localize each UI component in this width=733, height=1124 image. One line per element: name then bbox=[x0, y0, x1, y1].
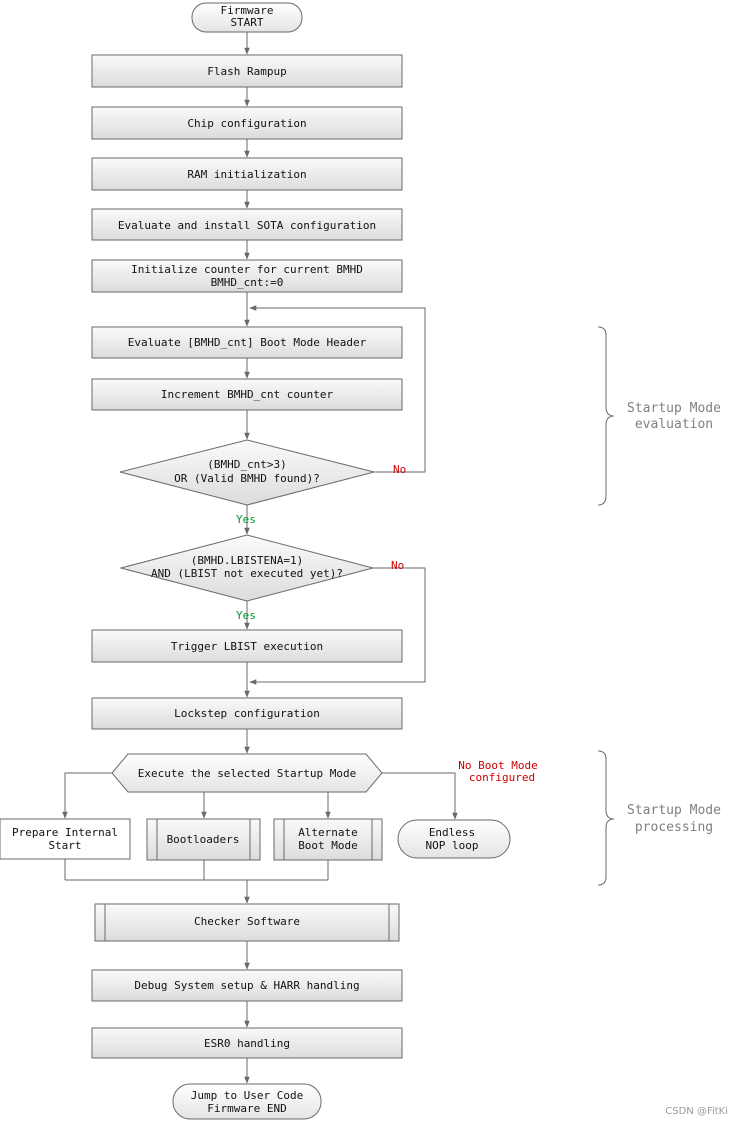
flash-rampup-box: Flash Rampup bbox=[91, 54, 403, 88]
brace-processing bbox=[597, 750, 615, 886]
brace-evaluation bbox=[597, 326, 615, 506]
sota-label: Evaluate and install SOTA configuration bbox=[118, 219, 376, 232]
decision2-no-label: No bbox=[391, 559, 404, 572]
processing-annotation-line-2: processing bbox=[635, 820, 713, 835]
execute-mode-node: Execute the selected Startup Mode bbox=[111, 753, 383, 793]
esr0-box: ESR0 handling bbox=[91, 1027, 403, 1059]
no-boot-mode-line-1: No Boot Mode bbox=[458, 759, 537, 772]
bootloaders-box: Bootloaders bbox=[146, 818, 261, 861]
processing-annotation-line-1: Startup Mode bbox=[627, 803, 721, 818]
evaluation-annotation-line-2: evaluation bbox=[635, 417, 713, 432]
chip-config-label: Chip configuration bbox=[187, 117, 306, 130]
trigger-lbist-label: Trigger LBIST execution bbox=[171, 640, 323, 653]
end-line-2: Firmware END bbox=[207, 1102, 286, 1115]
checker-software-box: Checker Software bbox=[94, 903, 400, 942]
lockstep-label: Lockstep configuration bbox=[174, 707, 320, 720]
start-terminal: Firmware START bbox=[191, 2, 303, 33]
decision2-yes-label: Yes bbox=[236, 609, 256, 622]
init-counter-box: Initialize counter for current BMHD BMHD… bbox=[91, 259, 403, 293]
alternate-boot-box: Alternate Boot Mode bbox=[273, 818, 383, 861]
decision-lbist: (BMHD.LBISTENA=1) AND (LBIST not execute… bbox=[119, 534, 375, 602]
end-line-1: Jump to User Code bbox=[191, 1089, 304, 1102]
checker-software-label: Checker Software bbox=[194, 915, 300, 928]
flash-rampup-label: Flash Rampup bbox=[207, 65, 286, 78]
no-boot-mode-line-2: configured bbox=[469, 771, 535, 784]
evaluation-annotation-line-1: Startup Mode bbox=[627, 401, 721, 416]
start-line-2: START bbox=[230, 16, 263, 29]
execute-mode-label: Execute the selected Startup Mode bbox=[138, 767, 357, 780]
ram-init-label: RAM initialization bbox=[187, 168, 306, 181]
watermark: CSDN @FitKi bbox=[665, 1106, 728, 1117]
esr0-label: ESR0 handling bbox=[204, 1037, 290, 1050]
init-counter-line-2: BMHD_cnt:=0 bbox=[211, 276, 284, 289]
evaluate-bmhd-label: Evaluate [BMHD_cnt] Boot Mode Header bbox=[128, 336, 367, 349]
decision1-line-2: OR (Valid BMHD found)? bbox=[174, 472, 320, 485]
ram-init-box: RAM initialization bbox=[91, 157, 403, 191]
decision-bmhd-found: (BMHD_cnt>3) OR (Valid BMHD found)? bbox=[119, 439, 375, 506]
start-line-1: Firmware bbox=[221, 4, 274, 17]
increment-label: Increment BMHD_cnt counter bbox=[161, 388, 334, 401]
alternate-boot-line-1: Alternate bbox=[298, 826, 358, 839]
endless-line-2: NOP loop bbox=[426, 839, 479, 852]
sota-box: Evaluate and install SOTA configuration bbox=[91, 208, 403, 241]
lockstep-box: Lockstep configuration bbox=[91, 697, 403, 730]
evaluate-bmhd-box: Evaluate [BMHD_cnt] Boot Mode Header bbox=[91, 326, 403, 359]
chip-config-box: Chip configuration bbox=[91, 106, 403, 140]
end-terminal: Jump to User Code Firmware END bbox=[172, 1083, 322, 1120]
decision1-no-label: No bbox=[393, 463, 406, 476]
alternate-boot-line-2: Boot Mode bbox=[298, 839, 358, 852]
endless-line-1: Endless bbox=[429, 826, 475, 839]
decision2-line-2: AND (LBIST not executed yet)? bbox=[151, 567, 343, 580]
debug-setup-label: Debug System setup & HARR handling bbox=[134, 979, 359, 992]
prepare-internal-box: Prepare Internal Start bbox=[0, 818, 131, 860]
endless-loop-terminal: Endless NOP loop bbox=[397, 819, 511, 859]
debug-setup-box: Debug System setup & HARR handling bbox=[91, 969, 403, 1002]
decision1-line-1: (BMHD_cnt>3) bbox=[207, 458, 286, 471]
decision2-line-1: (BMHD.LBISTENA=1) bbox=[191, 554, 304, 567]
increment-box: Increment BMHD_cnt counter bbox=[91, 378, 403, 411]
prepare-internal-line-2: Start bbox=[48, 839, 81, 852]
decision1-yes-label: Yes bbox=[236, 513, 256, 526]
trigger-lbist-box: Trigger LBIST execution bbox=[91, 629, 403, 663]
prepare-internal-line-1: Prepare Internal bbox=[12, 826, 118, 839]
init-counter-line-1: Initialize counter for current BMHD bbox=[131, 263, 363, 276]
bootloaders-label: Bootloaders bbox=[167, 833, 240, 846]
connectors bbox=[62, 32, 458, 1084]
